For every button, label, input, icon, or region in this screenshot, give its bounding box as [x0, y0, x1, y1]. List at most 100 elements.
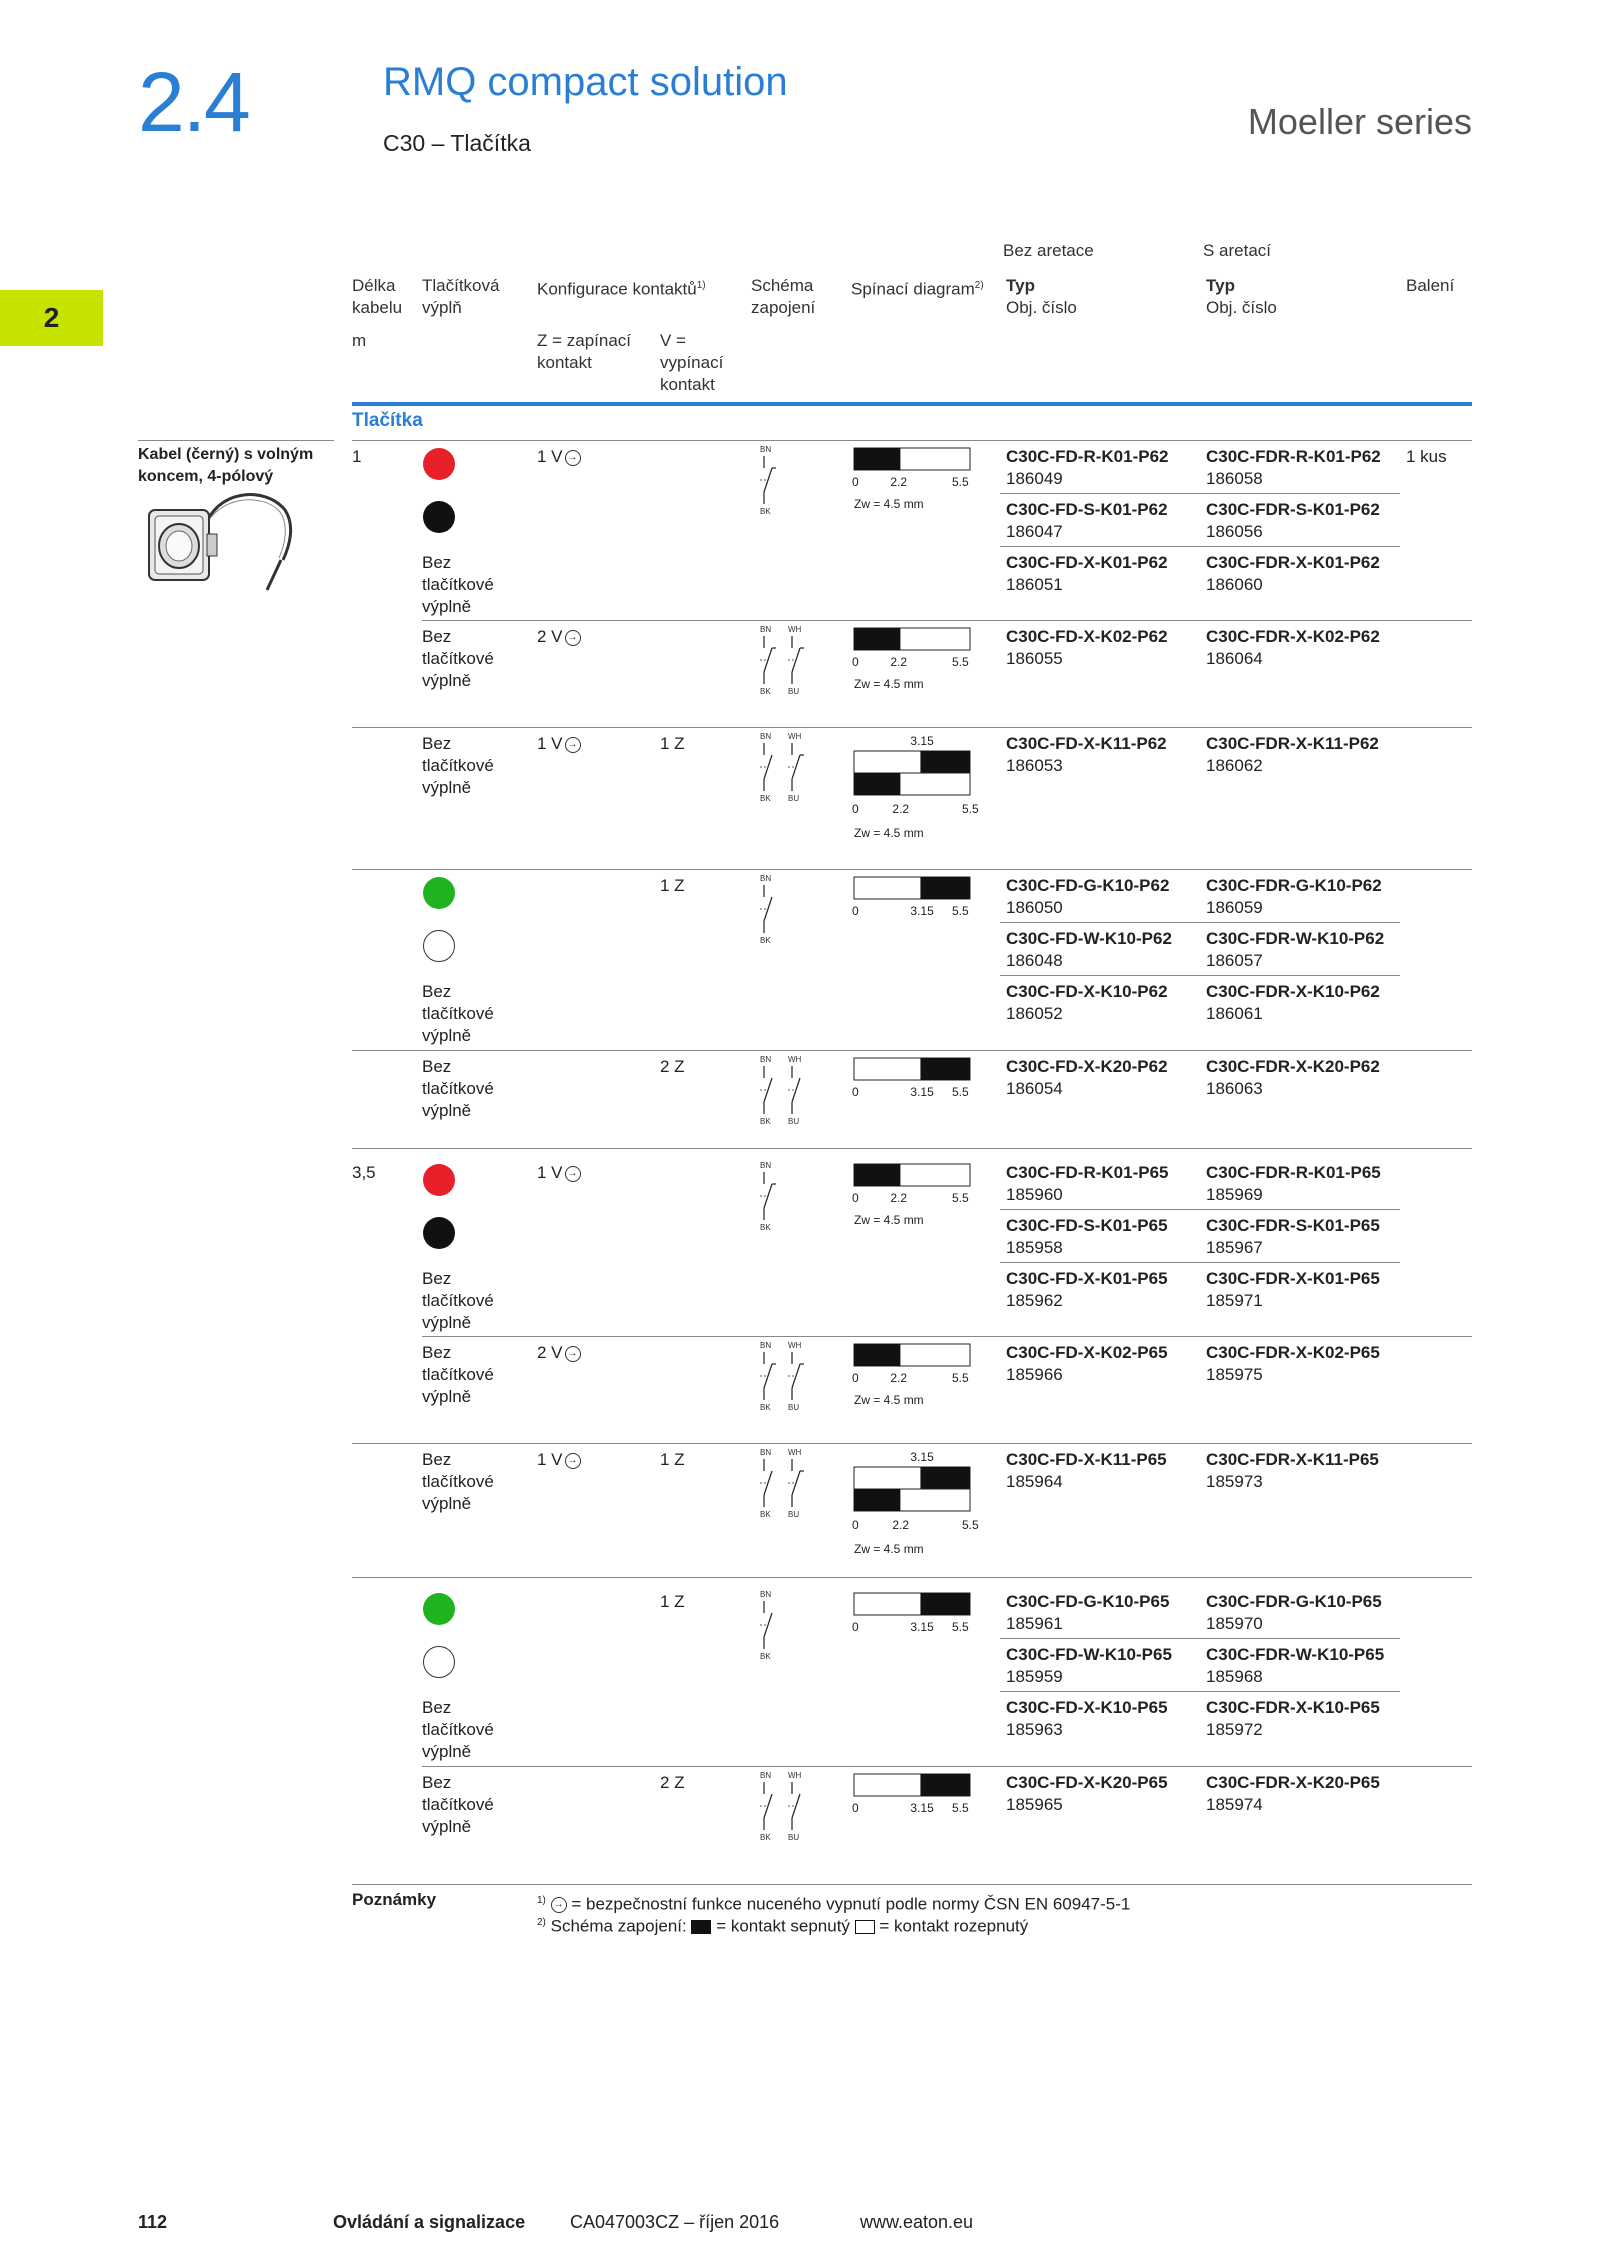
contact-config-z: 1 Z [660, 734, 685, 753]
packaging: 1 kus [1406, 447, 1447, 466]
cable-length: 3,5 [352, 1163, 376, 1182]
red-button-icon [423, 1164, 455, 1196]
order-number-s: 186061 [1206, 1004, 1263, 1023]
black-button-icon [423, 1217, 455, 1249]
type-code-bez: C30C-FD-X-K10-P62 [1006, 982, 1168, 1001]
order-number-s: 185970 [1206, 1614, 1263, 1633]
type-code-bez: C30C-FD-X-K02-P62 [1006, 627, 1168, 646]
diagram-tick: 0 [852, 1085, 859, 1099]
order-number-bez: 185958 [1006, 1238, 1063, 1257]
wire-label: BN [760, 1055, 771, 1064]
order-number-s: 185969 [1206, 1185, 1263, 1204]
order-number-bez: 186053 [1006, 756, 1063, 775]
wire-label: BN [760, 1590, 771, 1599]
wire-label: BN [760, 1161, 771, 1170]
white-button-icon [423, 1646, 455, 1678]
type-code-bez: C30C-FD-W-K10-P65 [1006, 1645, 1172, 1664]
side-rule [138, 440, 334, 441]
wire-label: BU [788, 1117, 799, 1126]
diagram-tick: 3.15 [910, 1085, 934, 1099]
type-code-s: C30C-FDR-G-K10-P65 [1206, 1592, 1382, 1611]
type-code-bez: C30C-FD-X-K11-P62 [1006, 734, 1167, 753]
diagram-tick: 2.2 [890, 475, 907, 489]
footer-section: Ovládání a signalizace [333, 2212, 526, 2232]
no-fill-text: tlačítkové [422, 1365, 494, 1384]
wire-label: BK [760, 1833, 771, 1842]
type-code-s: C30C-FDR-W-K10-P62 [1206, 929, 1385, 948]
zw-note: Zw = 4.5 mm [854, 1213, 924, 1227]
order-number-bez: 186055 [1006, 649, 1063, 668]
type-code-s: C30C-FDR-X-K02-P65 [1206, 1343, 1380, 1362]
safety-symbol-icon: → [550, 1897, 567, 1914]
zw-note: Zw = 4.5 mm [854, 497, 924, 511]
type-code-s: C30C-FDR-S-K01-P62 [1206, 500, 1380, 519]
type-code-bez: C30C-FD-X-K10-P65 [1006, 1698, 1168, 1717]
diagram-tick: 2.2 [890, 655, 907, 669]
diagram-tick: 2.2 [890, 1371, 907, 1385]
order-number-s: 186063 [1206, 1079, 1263, 1098]
diagram-tick: 5.5 [952, 655, 969, 669]
contact-config-v-text: 1 V [537, 734, 563, 753]
diagram-tick: 0 [852, 904, 859, 918]
contact-config-z: 1 Z [660, 1592, 685, 1611]
row-separator [352, 727, 1472, 728]
contact-config-z: 2 Z [660, 1057, 685, 1076]
diagram-tick: 0 [852, 1191, 859, 1205]
footer-url[interactable]: www.eaton.eu [860, 2212, 974, 2232]
type-code-s: C30C-FDR-R-K01-P65 [1206, 1163, 1381, 1182]
order-number-bez: 186049 [1006, 469, 1063, 488]
order-number-s: 186056 [1206, 522, 1263, 541]
type-code-s: C30C-FDR-W-K10-P65 [1206, 1645, 1385, 1664]
type-code-bez: C30C-FD-X-K20-P65 [1006, 1773, 1168, 1792]
type-code-bez: C30C-FD-X-K11-P65 [1006, 1450, 1167, 1469]
order-number-bez: 185962 [1006, 1291, 1063, 1310]
diagram-tick: 3.15 [910, 904, 934, 918]
contact-config-v: 2 V→ [537, 1342, 581, 1364]
type-code-s: C30C-FDR-X-K11-P62 [1206, 734, 1379, 753]
order-number-bez: 186050 [1006, 898, 1063, 917]
page-number: 112 [138, 2212, 168, 2232]
contact-config-v-text: 1 V [537, 1450, 563, 1469]
no-fill-text: Bez [422, 1773, 452, 1792]
diagram-tick: 3.15 [910, 734, 934, 748]
no-fill-text: tlačítkové [422, 756, 494, 775]
type-code-s: C30C-FDR-G-K10-P62 [1206, 876, 1382, 895]
note-2: 2) Schéma zapojení: = kontakt sepnutý = … [537, 1916, 1029, 1936]
wire-label: WH [788, 1055, 802, 1064]
product-image [148, 493, 293, 591]
no-fill-text: Bez [422, 734, 452, 753]
wire-label: WH [788, 1771, 802, 1780]
white-button-icon [423, 930, 455, 962]
row-separator [352, 1050, 1472, 1051]
no-fill-text: výplně [422, 1101, 472, 1120]
hdr-konfigurace: Konfigurace kontaktů1) [537, 279, 706, 299]
no-fill-text: výplně [422, 1387, 472, 1406]
diagram-tick: 3.15 [910, 1450, 934, 1464]
zw-note: Zw = 4.5 mm [854, 1542, 924, 1556]
no-fill-text: tlačítkové [422, 1720, 494, 1739]
contact-config-v: 1 V→ [537, 733, 581, 755]
wire-label: BU [788, 1403, 799, 1412]
page-title: RMQ compact solution [383, 60, 788, 104]
wire-label: WH [788, 1341, 802, 1350]
order-number-bez: 186052 [1006, 1004, 1063, 1023]
diagram-tick: 5.5 [952, 1191, 969, 1205]
diagram-tick: 5.5 [962, 1518, 979, 1532]
no-fill-text: výplně [422, 1494, 472, 1513]
contact-config-v: 1 V→ [537, 446, 581, 468]
type-code-bez: C30C-FD-X-K02-P65 [1006, 1343, 1168, 1362]
